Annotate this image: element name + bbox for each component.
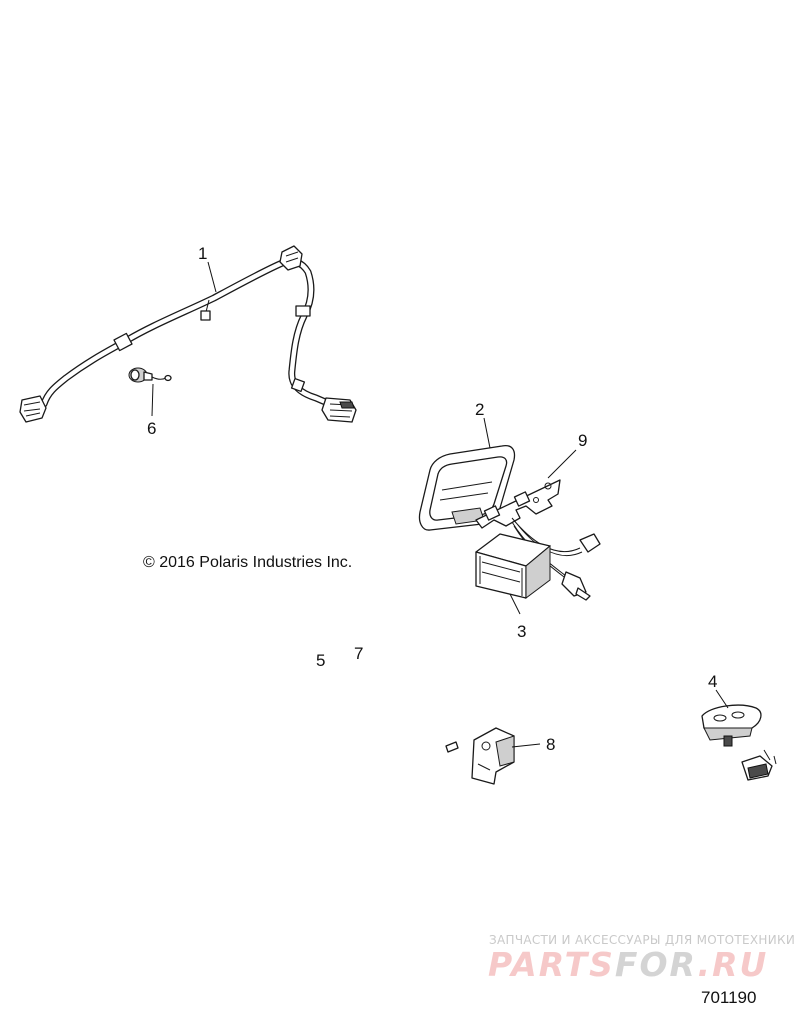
watermark-logo: PARTSFOR.RU bbox=[488, 945, 768, 984]
switch-assembly bbox=[701, 704, 777, 781]
callout-6: 6 bbox=[147, 419, 156, 438]
watermark-logo-part3: .RU bbox=[697, 945, 769, 984]
copyright-notice: © 2016 Polaris Industries Inc. bbox=[143, 554, 353, 571]
sensor-plug bbox=[128, 367, 172, 383]
leader-2 bbox=[483, 417, 491, 449]
watermark-logo-part2: FOR bbox=[614, 945, 698, 984]
leader-lines bbox=[151, 261, 729, 748]
control-module bbox=[475, 533, 551, 599]
wiring-harness bbox=[19, 245, 357, 423]
callout-3: 3 bbox=[517, 622, 526, 641]
watermark-tagline: ЗАПЧАСТИ И АКСЕССУАРЫ ДЛЯ МОТОТЕХНИКИ bbox=[489, 933, 796, 947]
display-unit bbox=[418, 444, 516, 531]
leader-9 bbox=[547, 449, 577, 479]
callout-8: 8 bbox=[546, 735, 555, 754]
leader-4 bbox=[715, 689, 729, 709]
callout-2: 2 bbox=[475, 400, 484, 419]
leader-3 bbox=[509, 593, 521, 615]
callout-5: 5 bbox=[316, 651, 325, 670]
leader-1 bbox=[207, 261, 217, 293]
figure-number: 701190 bbox=[701, 988, 757, 1007]
latch-bracket bbox=[445, 727, 515, 785]
mounting-bracket bbox=[475, 479, 601, 601]
callout-1: 1 bbox=[198, 244, 207, 263]
watermark-logo-part1: PARTS bbox=[488, 945, 615, 984]
callout-7: 7 bbox=[354, 644, 363, 663]
leader-6 bbox=[151, 383, 154, 417]
leader-8 bbox=[511, 743, 541, 748]
callout-4: 4 bbox=[708, 672, 717, 691]
callout-9: 9 bbox=[578, 431, 587, 450]
